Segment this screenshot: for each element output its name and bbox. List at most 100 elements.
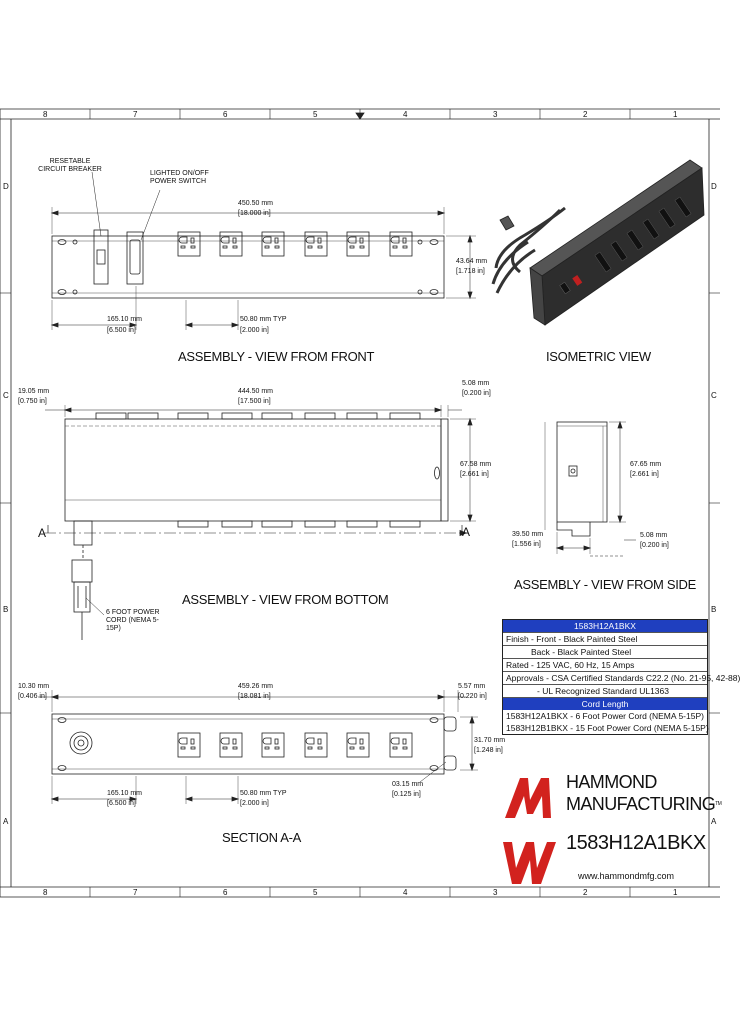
bottom-left-mm: 19.05 mm: [18, 388, 50, 395]
receptacle-icon: [304, 231, 328, 257]
drawing-frame: [0, 108, 720, 898]
section-height-in: [1.248 in]: [474, 747, 503, 754]
spec-table-title: 1583H12A1BKX: [503, 620, 707, 632]
zone-label: C: [3, 391, 9, 400]
receptacle-icon: [346, 732, 370, 758]
spec-table: 1583H12A1BKX Finish - Front - Black Pain…: [502, 619, 740, 735]
bottom-tab: [221, 412, 253, 420]
bottom-right-mm: 5.08 mm: [462, 380, 490, 387]
side-view-label: ASSEMBLY - VIEW FROM SIDE: [514, 577, 696, 592]
iso-outlet: [626, 229, 644, 251]
front-pitch-mm: 50.80 mm TYP: [240, 316, 287, 323]
zone-label: A: [711, 817, 717, 826]
front-length-in: [18.000 in]: [238, 210, 271, 217]
hammond-logo-mark: [503, 778, 556, 884]
zone-label: 7: [133, 110, 138, 119]
bottom-view-drawing: [44, 405, 476, 640]
section-left-mm: 10.30 mm: [18, 683, 50, 690]
zone-label: 5: [313, 110, 318, 119]
bottom-tab: [177, 520, 209, 528]
side-depth-mm: 39.50 mm: [512, 531, 544, 538]
section-view-label: SECTION A-A: [222, 830, 302, 845]
spec-row: Back - Black Painted Steel: [503, 645, 707, 658]
spec-row: Approvals - CSA Certified Standards C22.…: [503, 671, 740, 684]
bottom-depth-mm: 67.58 mm: [460, 461, 492, 468]
isometric-view-label: ISOMETRIC VIEW: [546, 349, 651, 364]
front-view-drawing: [50, 171, 476, 330]
zone-label: B: [711, 605, 717, 614]
bottom-length-in: [17.500 in]: [238, 398, 271, 405]
section-slot-mm: 03.15 mm: [392, 781, 424, 788]
bottom-left-in: [0.750 in]: [18, 398, 47, 405]
zone-label: 6: [223, 110, 228, 119]
spec-row: Finish - Front - Black Painted Steel: [503, 632, 707, 645]
section-slot-in: [0.125 in]: [392, 791, 421, 798]
isometric-view-drawing: [491, 159, 705, 326]
receptacle-icon: [304, 732, 328, 758]
trademark: TM: [715, 801, 722, 807]
bottom-right-in: [0.200 in]: [462, 390, 491, 397]
receptacle-icon: [177, 732, 201, 758]
front-height-mm: 43.64 mm: [456, 258, 488, 265]
iso-outlet: [610, 240, 628, 262]
cord-row: 1583H12A1BKX - 6 Foot Power Cord (NEMA 5…: [506, 711, 704, 721]
side-height-in: [2.661 in]: [630, 471, 659, 478]
front-length-mm: 450.50 mm: [238, 200, 274, 207]
breaker-callout: RESETABLE CIRCUIT BREAKER: [38, 158, 102, 173]
zone-label: D: [3, 182, 9, 191]
iso-outlet: [642, 218, 660, 240]
receptacle-icon: [389, 732, 413, 758]
section-pitch-in: [2.000 in]: [240, 800, 269, 807]
side-lip-mm: 5.08 mm: [640, 532, 668, 539]
section-left-in: [0.406 in]: [18, 693, 47, 700]
section-length-mm: 459.26 mm: [238, 683, 274, 690]
section-height-mm: 31.70 mm: [474, 737, 506, 744]
part-number: 1583H12A1BKX: [566, 832, 706, 854]
side-lip-in: [0.200 in]: [640, 542, 669, 549]
front-offset-in: [6.500 in]: [107, 327, 136, 334]
iso-outlet: [658, 207, 676, 229]
drawing-sheet: [0, 108, 720, 898]
bottom-tab: [127, 412, 159, 420]
bottom-tab: [389, 520, 421, 528]
zone-label: 5: [313, 888, 318, 897]
section-marker-right: A: [462, 525, 471, 539]
receptacle-icon: [346, 231, 370, 257]
section-offset-mm: 165.10 mm: [107, 790, 143, 797]
zone-label: 8: [43, 110, 48, 119]
zone-label: 6: [223, 888, 228, 897]
bottom-length-mm: 444.50 mm: [238, 388, 274, 395]
switch-callout: LIGHTED ON/OFF POWER SWITCH: [150, 170, 209, 185]
bottom-tab: [261, 520, 293, 528]
section-view-drawing: [38, 690, 478, 804]
section-right-in: [0.220 in]: [458, 693, 487, 700]
zone-label: B: [3, 605, 9, 614]
spec-row: - UL Recognized Standard UL1363: [503, 684, 707, 697]
zone-label: 2: [583, 888, 588, 897]
front-height-in: [1.718 in]: [456, 268, 485, 275]
bottom-tab: [346, 412, 378, 420]
section-length-in: [18.081 in]: [238, 693, 271, 700]
iso-outlet: [594, 251, 612, 273]
website-url: www.hammondmfg.com: [578, 871, 675, 881]
iso-outlet: [674, 196, 692, 218]
zone-label: 1: [673, 888, 678, 897]
bottom-depth-in: [2.661 in]: [460, 471, 489, 478]
bottom-tab: [177, 412, 209, 420]
side-view-drawing: [544, 420, 636, 557]
brand-name: HAMMOND MANUFACTURINGTM: [566, 771, 722, 815]
zone-label: 1: [673, 110, 678, 119]
bottom-tab: [95, 412, 127, 420]
bottom-tab: [221, 520, 253, 528]
zone-label: 3: [493, 110, 498, 119]
zone-label: 7: [133, 888, 138, 897]
bottom-tab: [304, 412, 336, 420]
receptacle-icon: [389, 231, 413, 257]
side-depth-in: [1.556 in]: [512, 541, 541, 548]
side-height-mm: 67.65 mm: [630, 461, 662, 468]
zone-label: 4: [403, 888, 408, 897]
receptacle-icon: [261, 231, 285, 257]
section-offset-in: [6.500 in]: [107, 800, 136, 807]
brand-line-2: MANUFACTURINGTM: [566, 794, 722, 814]
receptacle-icon: [261, 732, 285, 758]
